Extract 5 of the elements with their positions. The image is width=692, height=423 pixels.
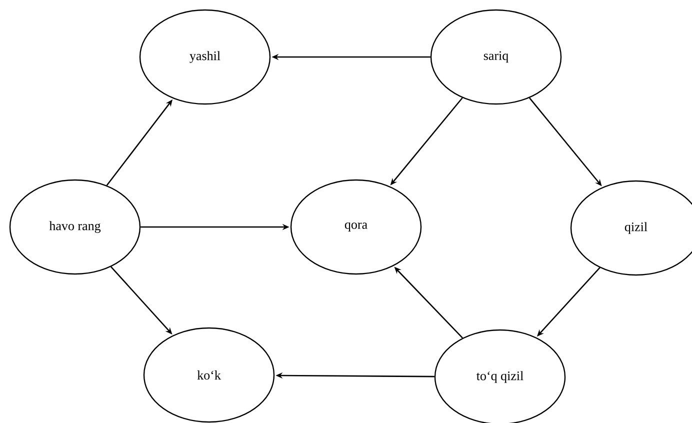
ellipse-node: havo rang (9, 179, 141, 275)
ellipse-node: qora (290, 179, 422, 275)
ellipse-node: sariq (430, 9, 562, 105)
ellipse-node: yashil (139, 9, 271, 105)
ellipse-node: ko‘k (143, 327, 275, 423)
